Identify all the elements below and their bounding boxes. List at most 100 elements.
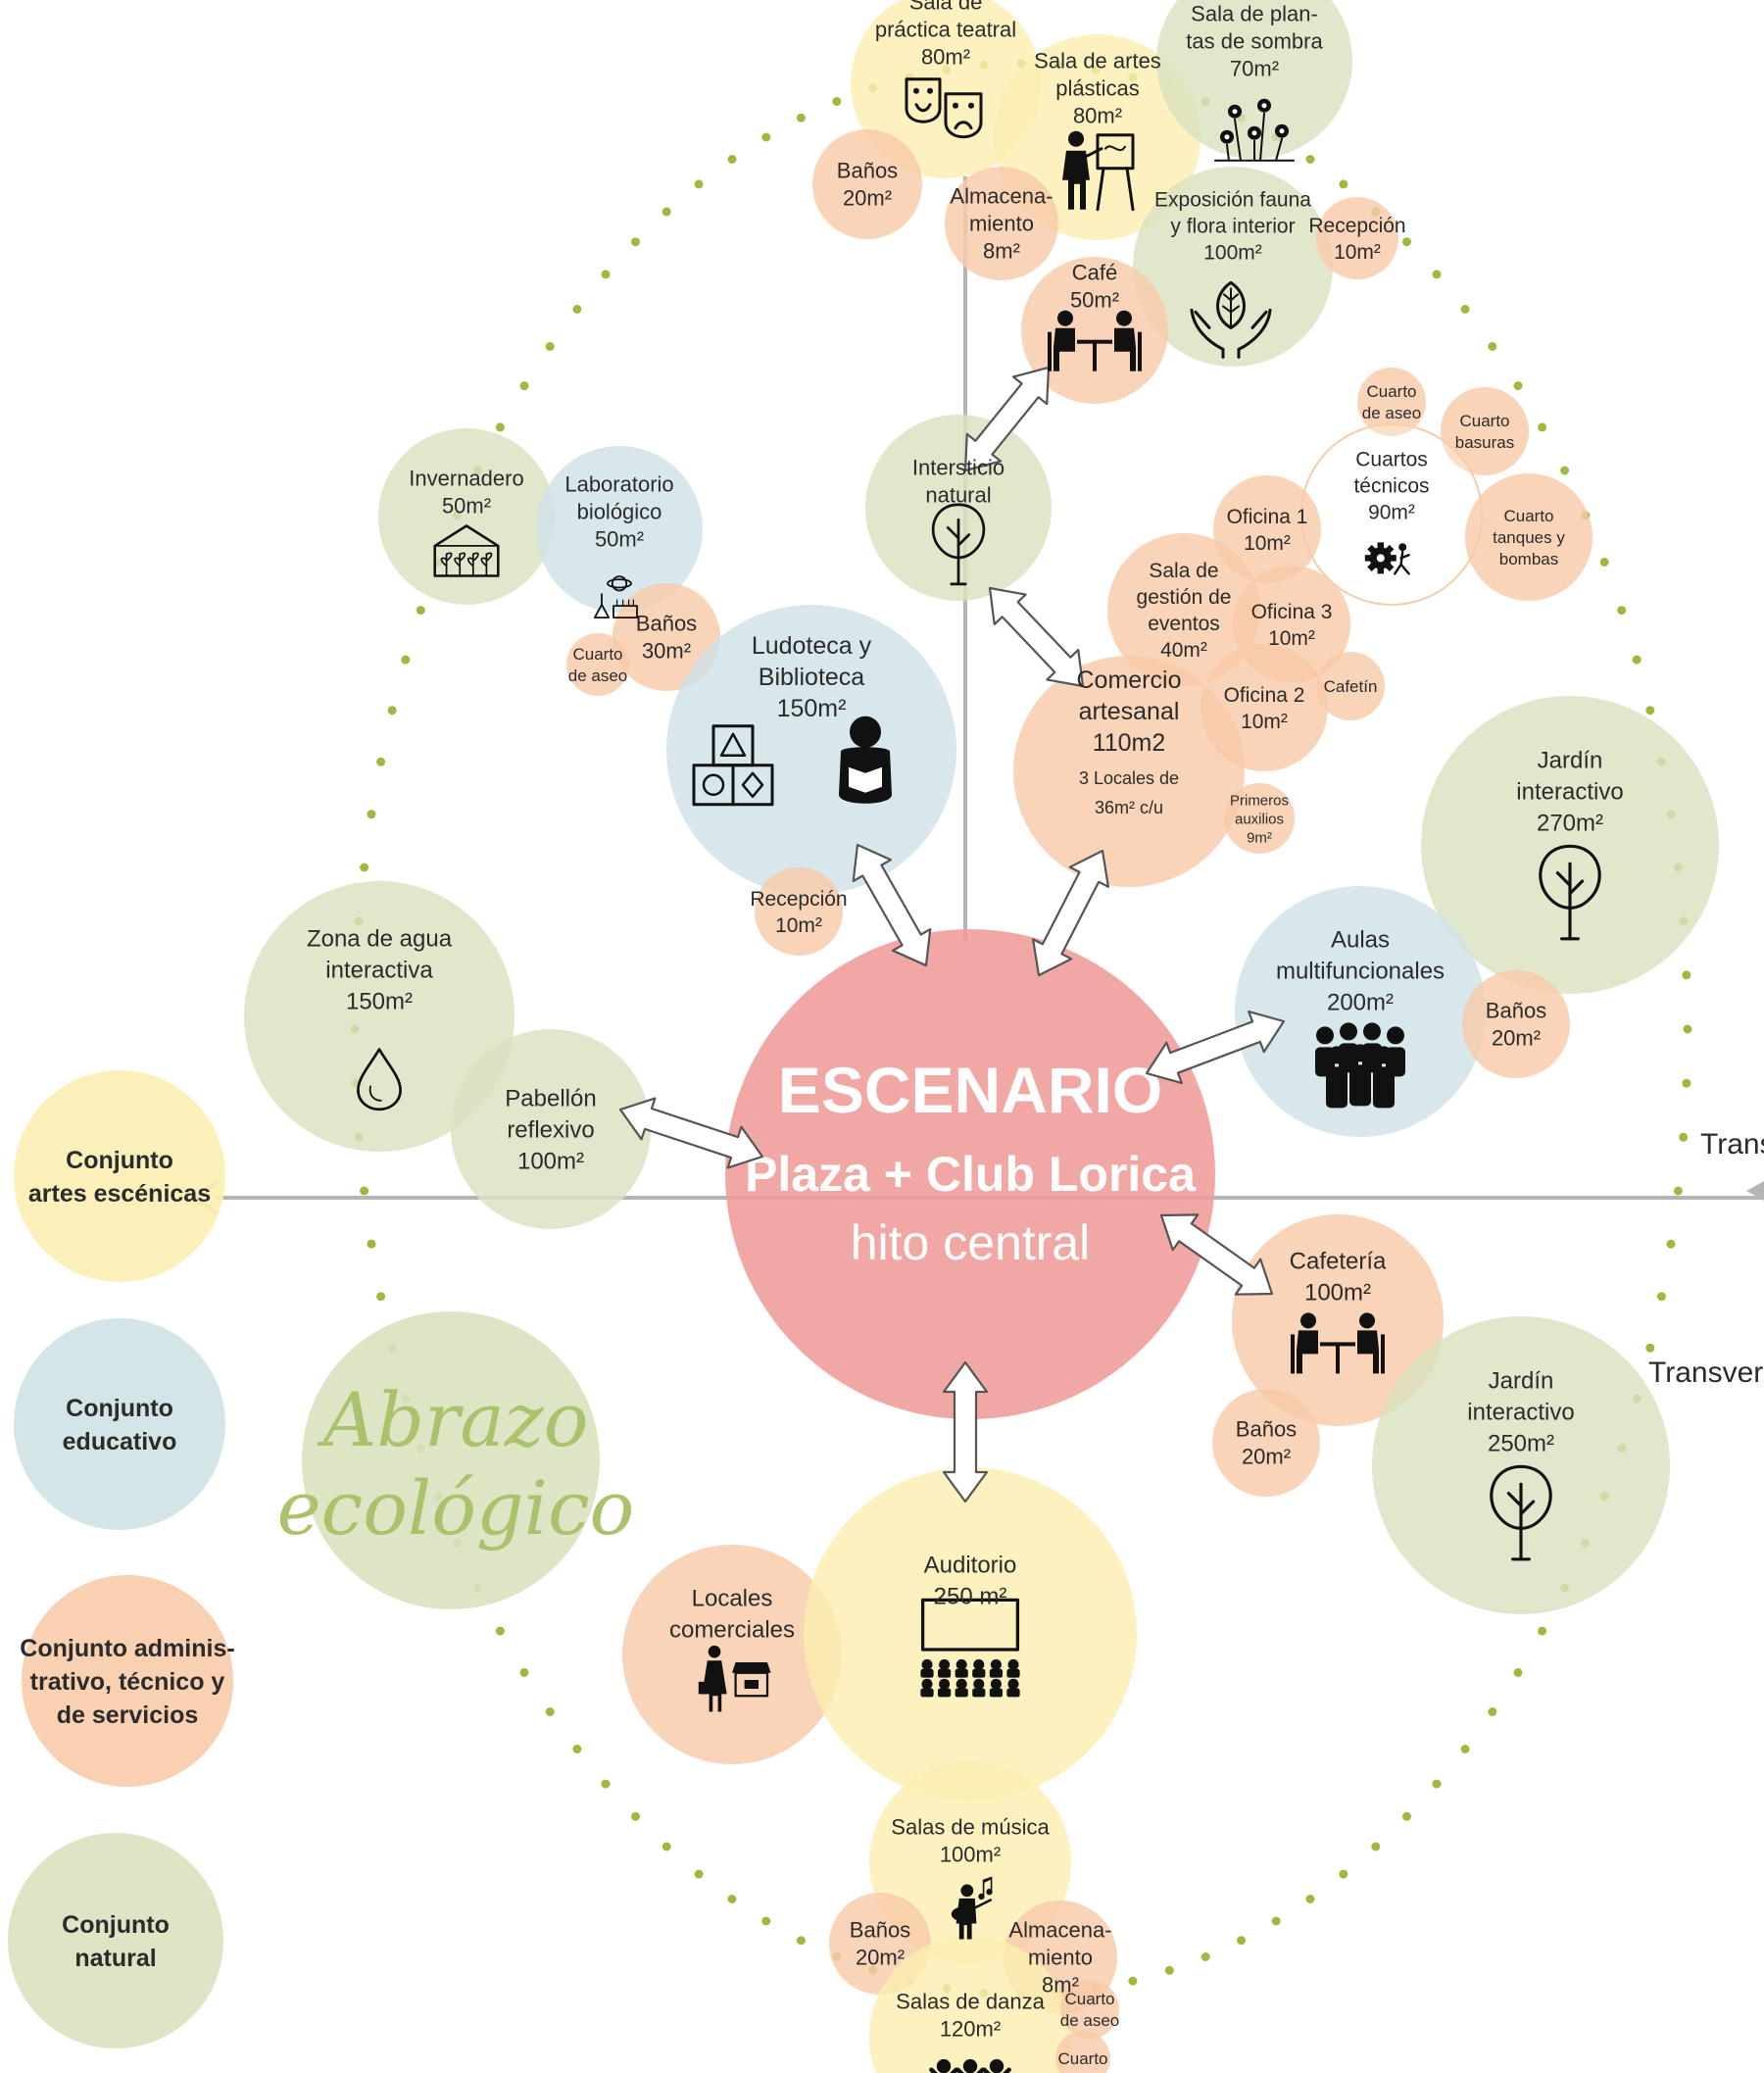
label-banos-cafeteria-line-2: 20m² — [1242, 1445, 1291, 1469]
label-jardin-270-line-2: interactivo — [1516, 778, 1623, 805]
guitar-player-icon — [951, 1876, 993, 1940]
axis-arrowhead-right — [1746, 1181, 1764, 1201]
boundary-dot — [694, 1869, 704, 1879]
dancers-icon — [929, 2058, 1011, 2073]
blocks-reader-icon — [692, 716, 892, 807]
boundary-dot — [1513, 1667, 1523, 1677]
bubble-recepcion-expo — [1316, 197, 1398, 279]
boundary-dot — [1271, 1916, 1281, 1926]
boundary-dot — [1460, 1745, 1470, 1753]
label-ludoteca-line-3: 150m² — [777, 695, 847, 722]
boundary-dot — [1432, 270, 1442, 279]
boundary-dot — [1682, 970, 1691, 980]
label-banos-aulas-line-1: Baños — [1486, 999, 1546, 1023]
label-jardin-270-line-1: Jardín — [1538, 747, 1603, 773]
label-invernadero-line-2: 50m² — [442, 494, 491, 518]
label-cafeteria-line-1: Cafetería — [1290, 1248, 1387, 1274]
boundary-dot — [1673, 1186, 1683, 1196]
label-zona-agua-line-1: Zona de agua — [307, 925, 453, 952]
boundary-dot — [761, 1916, 771, 1926]
label-aulas-line-1: Aulas — [1331, 926, 1390, 953]
abrazo-ecologico-bubble — [302, 1311, 600, 1609]
label-almacenamiento-arte-line-1: Almacena- — [950, 184, 1053, 209]
label-almacenamiento-musica-line-3: 8m² — [1042, 1973, 1079, 1998]
label-comercio-artesanal-line-5: 36m² c/u — [1095, 798, 1163, 817]
label-oficina-1-line-1: Oficina 1 — [1227, 506, 1308, 528]
label-cuarto-aseo-tec-line-1: Cuarto — [1366, 382, 1416, 401]
boundary-dot — [1682, 1078, 1691, 1088]
legend-bubble-artes — [14, 1070, 225, 1282]
boundary-dot — [1632, 655, 1642, 665]
legend-artes-line-2: artes escénicas — [28, 1180, 211, 1208]
boundary-dot — [545, 1707, 555, 1716]
legend-natural-line-2: natural — [74, 1945, 156, 1972]
label-pabellon-line-3: 100m² — [517, 1148, 584, 1174]
boundary-dot — [1339, 1869, 1348, 1879]
watermark-line-2: ecológico — [277, 1464, 635, 1552]
bubble-sala-gestion — [1107, 533, 1260, 686]
bubble-cafetin — [1316, 652, 1385, 720]
label-exposicion-fauna-line-3: 100m² — [1203, 241, 1262, 264]
label-cuartos-tecnicos-line-2: técnicos — [1353, 474, 1429, 497]
painter-icon — [1062, 130, 1135, 212]
label-banos-cafeteria-line-1: Baños — [1236, 1417, 1297, 1442]
boundary-dot — [1560, 466, 1570, 475]
boundary-dot — [416, 606, 425, 616]
label-cafetin-line-1: Cafetín — [1324, 677, 1378, 696]
label-auditorio-line-2: 250 m² — [934, 1583, 1007, 1609]
boundary-dot — [495, 422, 505, 432]
label-salas-musica-line-1: Salas de música — [891, 1815, 1050, 1840]
label-banos-teatro-line-2: 20m² — [843, 186, 892, 211]
arrows-layer — [618, 366, 1286, 1504]
watermark-line-1: Abrazo — [318, 1376, 589, 1463]
boundary-dot — [495, 1626, 505, 1636]
boundary-dot — [1599, 558, 1609, 567]
bubble-laboratorio — [536, 446, 703, 613]
escenario-circle — [725, 929, 1215, 1419]
bubble-practica-teatral — [851, 0, 1041, 178]
label-invernadero-line-1: Invernadero — [409, 467, 523, 491]
boundary-dot — [662, 1842, 671, 1851]
label-aulas-line-2: multifuncionales — [1276, 958, 1445, 984]
arrow-pabellon-escenario — [618, 1097, 764, 1169]
boundary-dot — [1305, 1895, 1315, 1903]
boundary-dot — [367, 810, 376, 819]
boundary-dot — [572, 1745, 582, 1753]
boundary-dot — [662, 207, 671, 217]
boundary-dot — [519, 1667, 529, 1677]
label-ludoteca-line-1: Ludoteca y — [752, 632, 872, 660]
boundary-dot — [1402, 237, 1411, 247]
label-comercio-artesanal-line-3: 110m2 — [1093, 729, 1166, 757]
bubble-plantas-sombra — [1156, 0, 1352, 159]
label-comercio-artesanal-line-1: Comercio — [1077, 666, 1182, 694]
boundary-dot — [1460, 305, 1470, 314]
label-sala-gestion-line-2: gestión de — [1137, 586, 1232, 609]
arrow-comercio-escenario — [1031, 849, 1110, 977]
label-artes-plasticas-line-1: Sala de artes — [1034, 49, 1161, 74]
label-almacenamiento-arte-line-3: 8m² — [983, 239, 1020, 264]
label-plantas-sombra-line-3: 70m² — [1230, 57, 1279, 81]
label-exposicion-fauna-line-2: y flora interior — [1170, 215, 1295, 237]
boundary-dot — [1164, 1965, 1174, 1975]
label-jardin-250-line-1: Jardín — [1489, 1367, 1554, 1394]
bubble-cafeteria — [1232, 1214, 1444, 1426]
escenario-subtitle: Plaza + Club Lorica — [745, 1147, 1197, 1202]
label-ludoteca-line-2: Biblioteca — [759, 664, 864, 691]
boundary-dot — [1679, 1132, 1689, 1142]
boundary-dot — [1538, 422, 1547, 432]
label-jardin-250-line-3: 250m² — [1488, 1430, 1554, 1456]
label-primeros-auxilios-line-2: auxilios — [1235, 811, 1284, 827]
theater-masks-icon — [905, 77, 983, 139]
legend-artes-line-1: Conjunto — [66, 1147, 173, 1174]
label-intersticio-line-1: Intersticio — [912, 456, 1004, 480]
label-oficina-3-line-1: Oficina 3 — [1251, 601, 1333, 623]
bubble-ludoteca — [666, 605, 956, 895]
label-practica-teatral-line-3: 80m² — [921, 45, 970, 70]
bubbles-layer — [8, 0, 1719, 2073]
label-cuarto-tanques-line-1: Cuarto — [1503, 507, 1553, 525]
arrow-escenario-auditorio — [942, 1360, 989, 1504]
label-recepcion-ludoteca-line-1: Recepción — [750, 888, 847, 911]
label-recepcion-expo-line-1: Recepción — [1308, 215, 1405, 237]
boundary-dot — [796, 1936, 806, 1946]
label-cuartos-tecnicos-line-1: Cuartos — [1355, 448, 1428, 470]
